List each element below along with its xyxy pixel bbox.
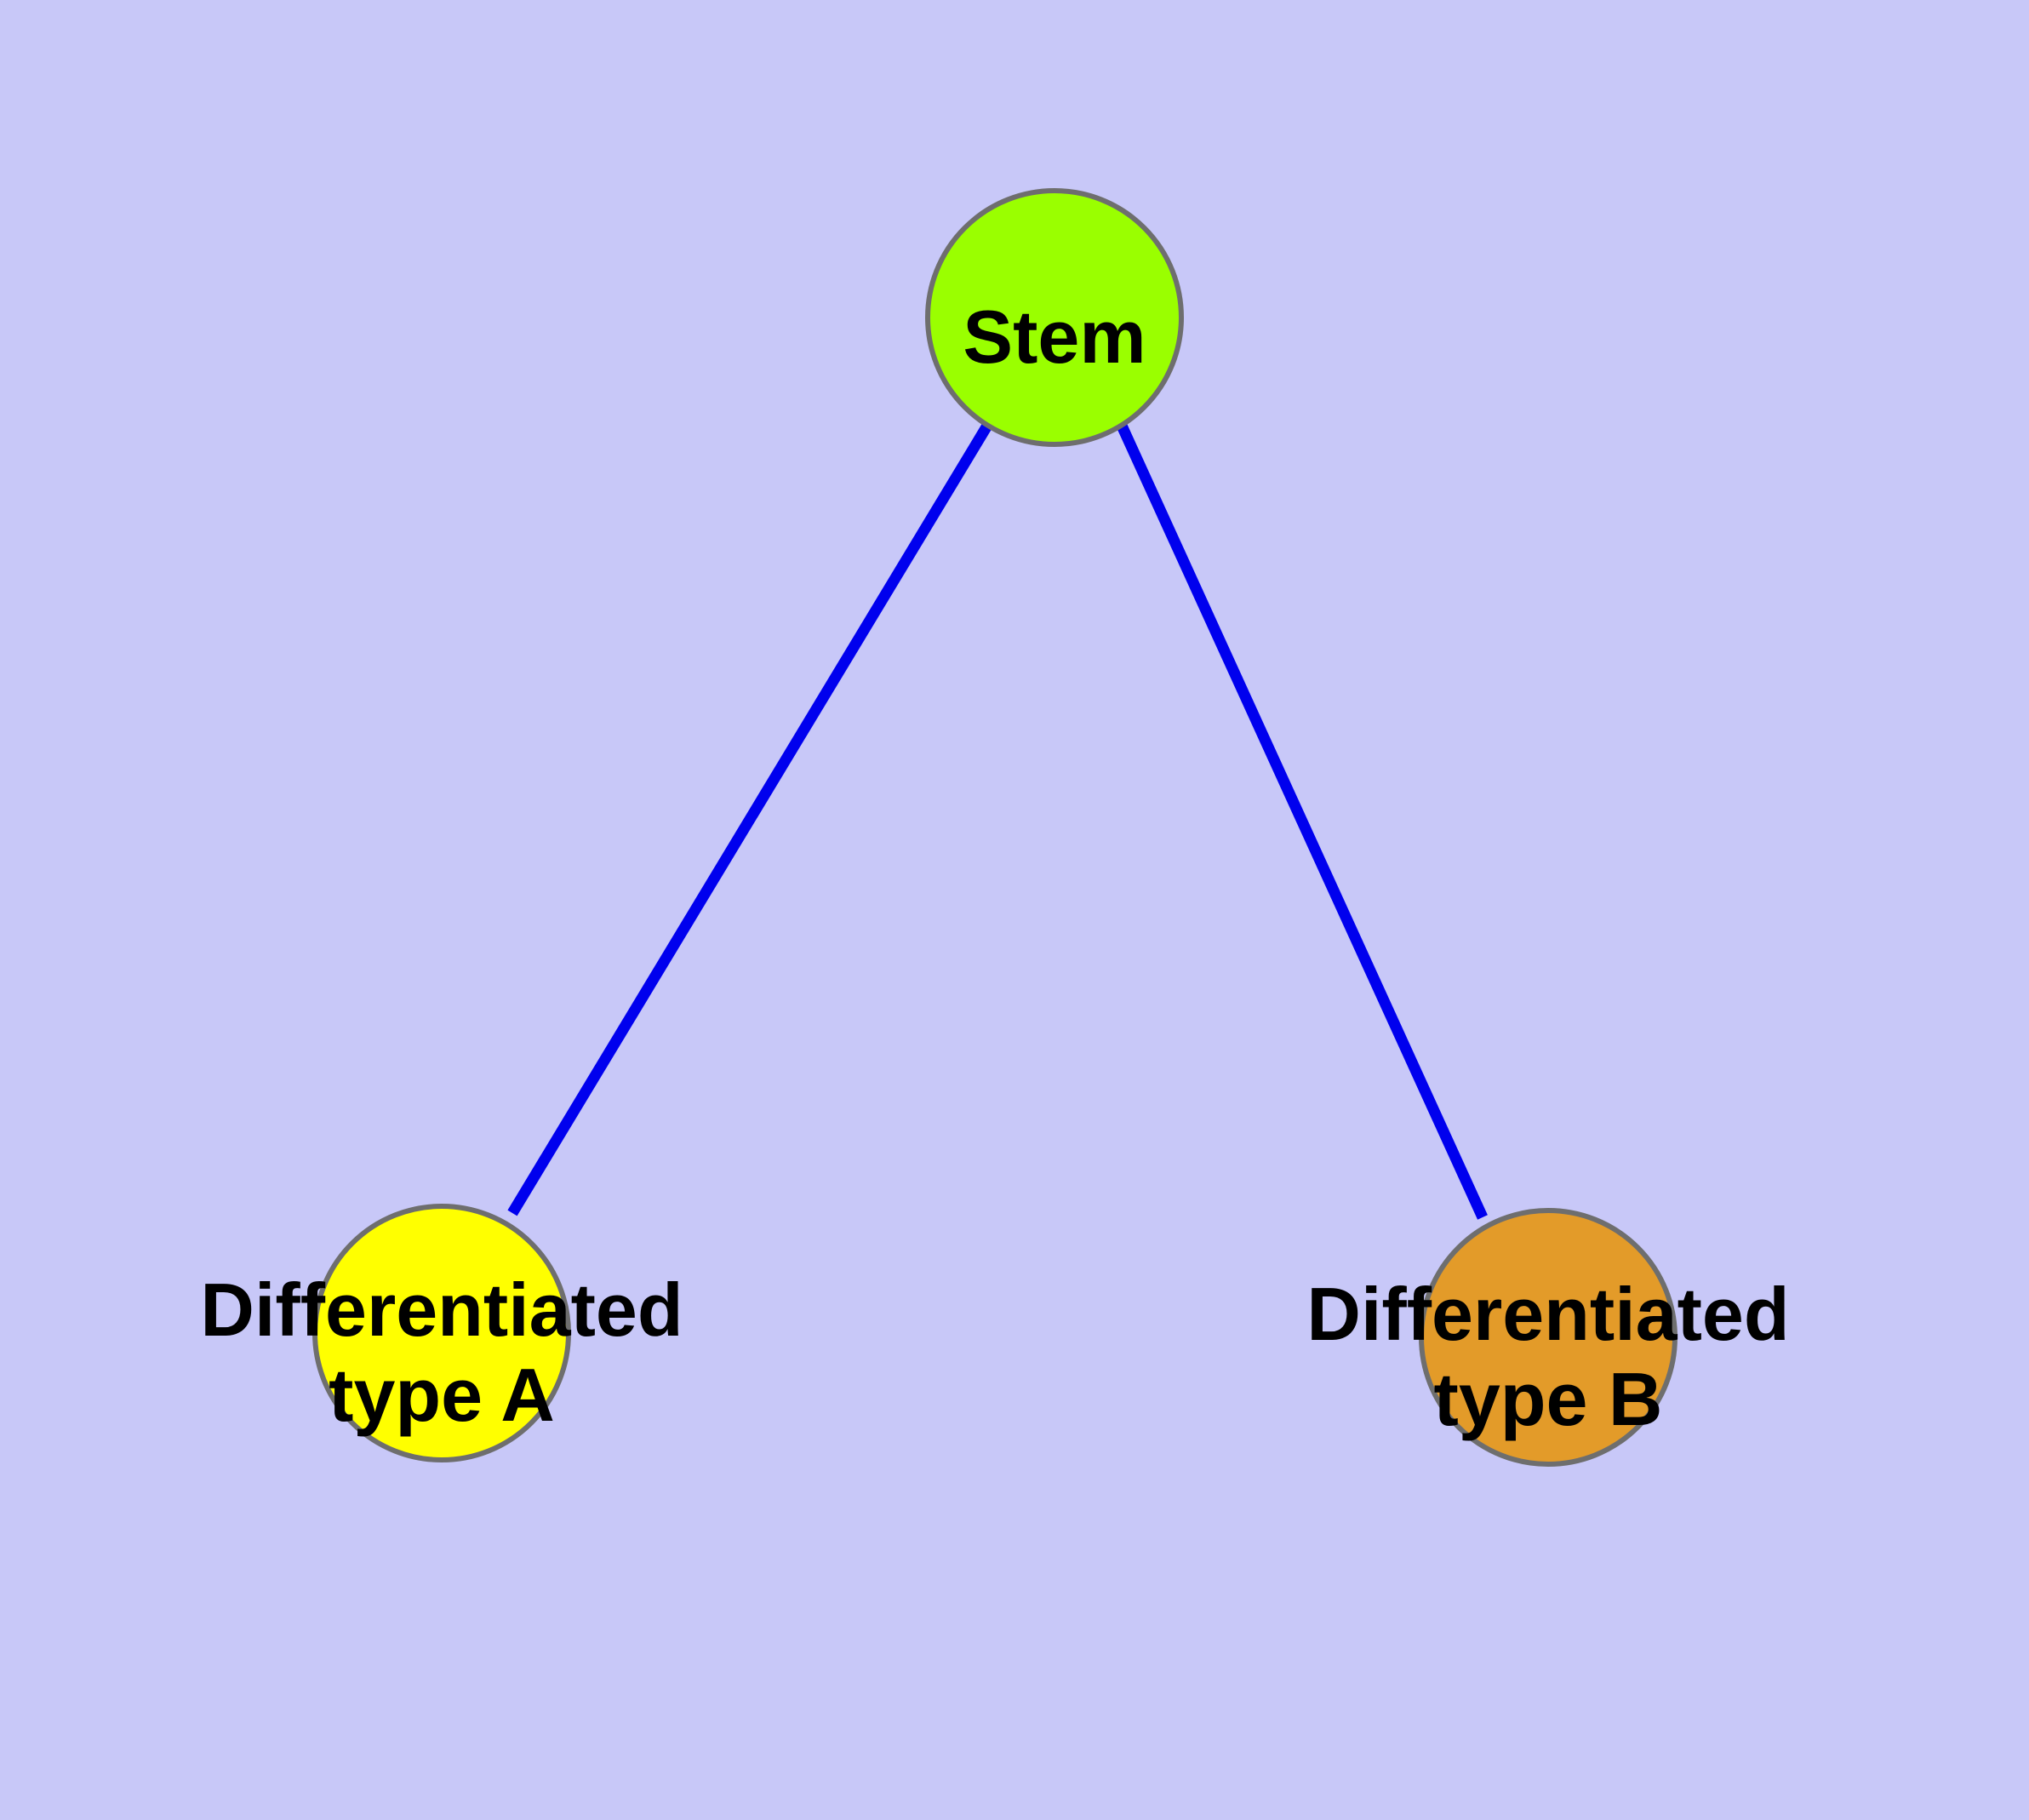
node-circle-diff-a[interactable] [312,1204,571,1462]
node-circle-diff-b[interactable] [1419,1208,1677,1467]
node-stem[interactable]: Stem [925,188,1184,447]
node-label-line: Differentiated [1306,1272,1789,1356]
node-label-line: type A [329,1353,555,1437]
edge-layer [507,422,1488,1220]
node-label-stem: Stem [963,295,1146,379]
edge-stem-to-diff-a [507,422,992,1216]
edge-stem-to-diff-b [1117,423,1488,1220]
node-label-line: Differentiated [200,1268,683,1352]
node-circle-stem[interactable] [925,188,1184,447]
node-label-line: type B [1434,1357,1663,1441]
node-label-line: Stem [963,295,1146,379]
